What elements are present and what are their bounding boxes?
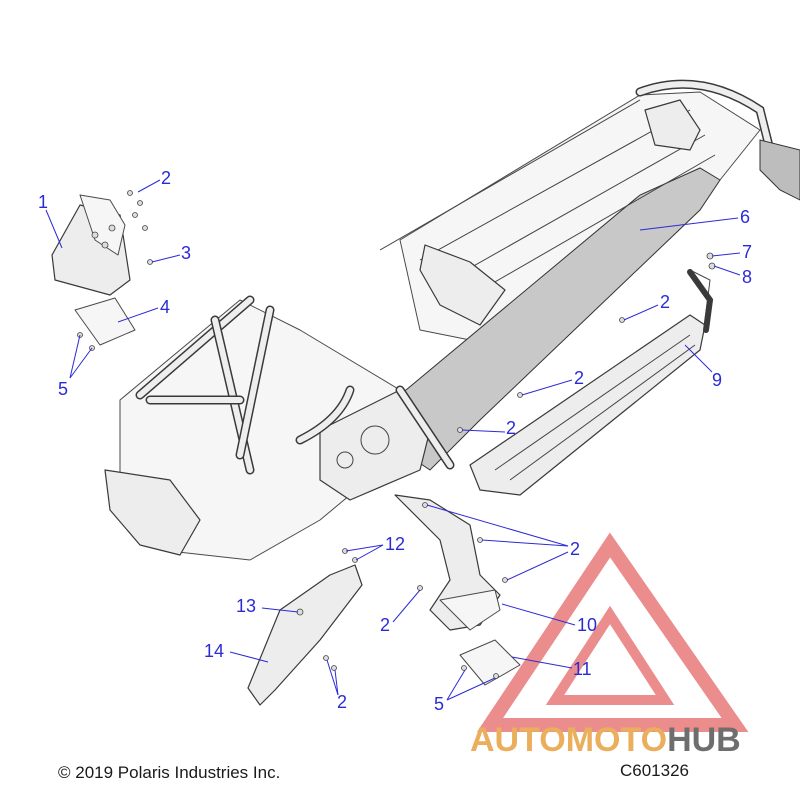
callout-2: 2 (660, 292, 670, 312)
callout-11: 11 (573, 659, 592, 679)
callout-12: 12 (385, 534, 405, 554)
running-board (469, 269, 714, 496)
callout-5: 5 (434, 694, 444, 714)
callout-9: 9 (712, 370, 722, 390)
callout-8: 8 (742, 267, 752, 287)
right-pad (459, 639, 521, 686)
callout-3: 3 (181, 243, 191, 263)
front-frame (104, 295, 455, 561)
svg-text:AUTOMOTOHUB: AUTOMOTOHUB (470, 721, 741, 759)
callout-leaders (45, 179, 741, 701)
callout-13: 13 (236, 596, 256, 616)
callout-2: 2 (161, 168, 171, 188)
fasteners (77, 190, 716, 679)
watermark-logo: AUTOMOTOHUB (470, 532, 749, 759)
watermark-brand-part2: HUB (667, 721, 741, 759)
right-side-plate (394, 494, 501, 631)
callout-4: 4 (160, 297, 170, 317)
chassis-tunnel (379, 79, 800, 471)
callout-10: 10 (577, 615, 597, 635)
callout-2: 2 (380, 615, 390, 635)
callout-2: 2 (574, 368, 584, 388)
lower-shield (247, 564, 363, 706)
callout-7: 7 (742, 242, 752, 262)
callout-2: 2 (337, 692, 347, 712)
left-side-plate (51, 194, 131, 296)
left-pad (74, 297, 136, 346)
callout-2: 2 (570, 539, 580, 559)
callout-labels: 1 2 3 4 5 6 7 8 2 9 2 2 12 2 2 10 13 14 … (38, 168, 752, 714)
callout-14: 14 (204, 641, 224, 661)
diagram-part-code: C601326 (620, 761, 689, 780)
watermark-brand-part1: AUTOMOTO (470, 721, 667, 759)
copyright-notice: © 2019 Polaris Industries Inc. (58, 763, 280, 782)
callout-1: 1 (38, 192, 48, 212)
callout-5: 5 (58, 379, 68, 399)
callout-6: 6 (740, 207, 750, 227)
callout-2: 2 (506, 418, 516, 438)
